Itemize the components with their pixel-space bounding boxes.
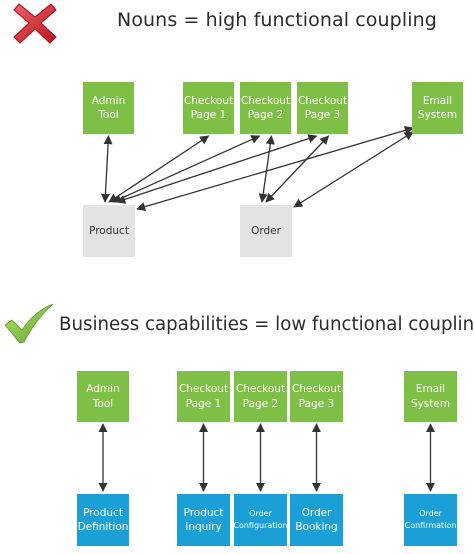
- arrow-admin-to-product: [100, 135, 113, 203]
- red-x-icon: [13, 3, 57, 44]
- checkout-page-2-box: Checkout Page 2: [234, 371, 287, 422]
- arrow-cp3-to-product: [116, 134, 318, 204]
- email-system-box: Email System: [412, 82, 463, 134]
- product-definition-box: Product Definition: [77, 494, 129, 546]
- admin-tool-box: Admin Tool: [77, 371, 129, 422]
- coupling-title-capabilities: Business capabilities = low functional c…: [59, 314, 474, 335]
- checkout-page-2-box: Checkout Page 2: [240, 82, 291, 134]
- order-service-box: Order: [240, 205, 292, 257]
- coupling-title-nouns: Nouns = high functional coupling: [117, 9, 437, 31]
- green-check-icon: [4, 303, 54, 344]
- order-configuration-box: Order Configuration: [233, 494, 288, 546]
- order-booking-box: Order Booking: [290, 494, 343, 546]
- email-system-box: Email System: [404, 371, 457, 422]
- product-service-box: Product: [83, 205, 135, 257]
- checkout-page-1-box: Checkout Page 1: [177, 371, 230, 422]
- arrow-email-to-product: [136, 125, 414, 212]
- arrow-cp2-to-order: [258, 135, 275, 203]
- arrow-cp2-to-product: [112, 135, 261, 203]
- checkout-page-3-box: Checkout Page 3: [297, 82, 348, 134]
- product-inquiry-box: Product Inquiry: [177, 494, 230, 546]
- admin-tool-box: Admin Tool: [83, 82, 134, 134]
- order-confirmation-box: Order Confirmation: [404, 494, 457, 546]
- checkout-page-3-box: Checkout Page 3: [290, 371, 343, 422]
- arrow-email-to-order: [293, 131, 414, 208]
- checkout-page-1-box: Checkout Page 1: [183, 82, 234, 134]
